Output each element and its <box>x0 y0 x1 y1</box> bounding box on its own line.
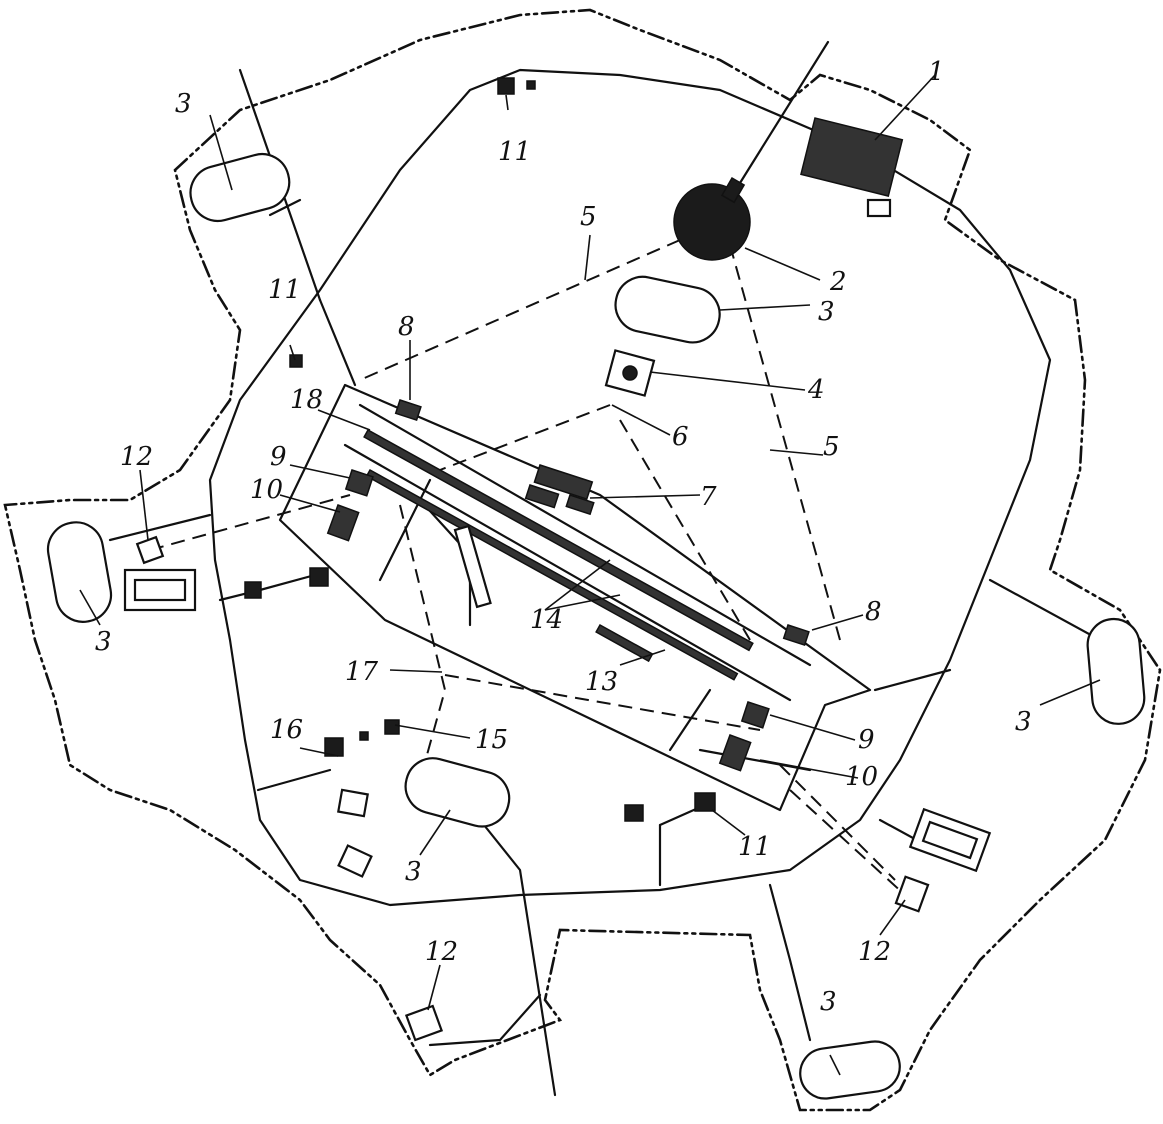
label-3-pond-bottom: 3 <box>405 857 422 887</box>
label-10-left: 10 <box>250 475 283 505</box>
label-7: 7 <box>700 482 717 512</box>
ponds-3 <box>46 152 1146 1100</box>
label-11-top: 11 <box>498 137 531 167</box>
label-3-pond-bottom-right: 3 <box>820 987 837 1017</box>
label-8-top: 8 <box>398 312 415 342</box>
label-6: 6 <box>672 422 689 452</box>
label-5-upper: 5 <box>580 202 597 232</box>
label-9-left: 9 <box>270 442 287 472</box>
label-5-right: 5 <box>823 432 840 462</box>
perimeter-fence <box>3 8 1162 1112</box>
label-3-pond-upper: 3 <box>818 297 835 327</box>
label-15: 15 <box>475 725 508 755</box>
label-12-right: 12 <box>858 937 891 967</box>
tank-2 <box>673 176 751 261</box>
label-1: 1 <box>928 57 945 87</box>
label-11-left: 11 <box>268 275 301 305</box>
small-structures <box>244 77 810 878</box>
label-3-pond-left: 3 <box>95 627 112 657</box>
label-11-bottom: 11 <box>738 832 771 862</box>
dashed-lines <box>149 239 906 896</box>
label-3-pond-top-left: 3 <box>175 89 192 119</box>
building-1 <box>800 117 904 218</box>
central-platform <box>278 383 872 812</box>
gatehouses-12 <box>123 535 992 1042</box>
label-17: 17 <box>345 657 379 687</box>
inner-enclosure <box>208 68 1052 907</box>
label-9-right: 9 <box>858 725 875 755</box>
labels: 1 2 3 3 3 3 3 3 4 5 5 6 7 8 8 9 9 10 10 … <box>95 57 1032 1017</box>
label-10-right: 10 <box>845 762 878 792</box>
access-roads <box>108 40 1102 1097</box>
label-8-right: 8 <box>865 597 882 627</box>
label-16: 16 <box>270 715 303 745</box>
label-12-bottom: 12 <box>425 937 458 967</box>
label-18: 18 <box>290 385 323 415</box>
building-7 <box>524 464 595 516</box>
label-14: 14 <box>530 605 563 635</box>
label-4: 4 <box>807 375 825 405</box>
label-2: 2 <box>829 267 847 297</box>
label-13: 13 <box>585 667 618 697</box>
leader-lines <box>79 74 1101 1076</box>
label-3-pond-right: 3 <box>1015 707 1032 737</box>
label-12-left: 12 <box>120 442 153 472</box>
pump-station-4 <box>604 349 656 397</box>
